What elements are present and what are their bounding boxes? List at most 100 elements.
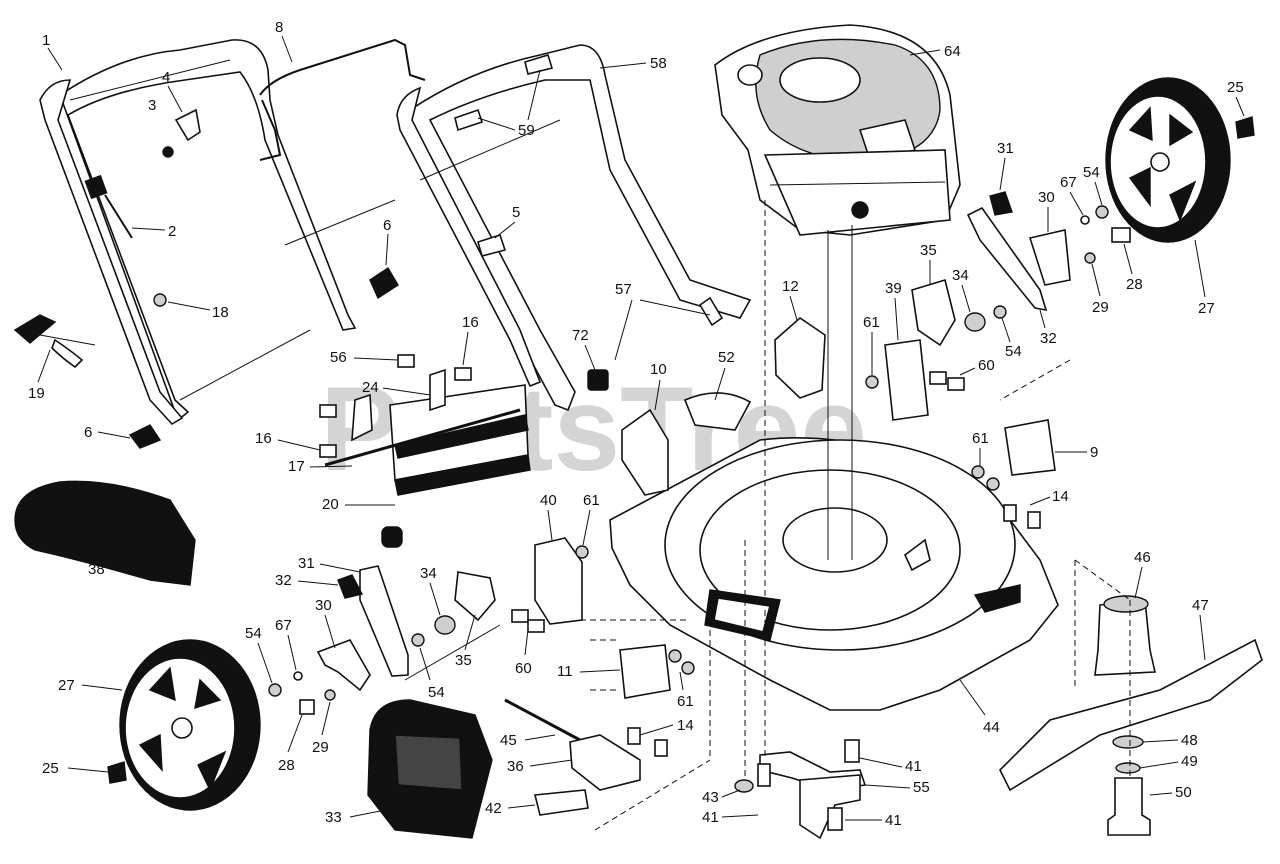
wheel-adjuster-right <box>1028 229 1071 286</box>
lock-washer <box>1115 762 1141 774</box>
height-lever-right <box>966 206 1048 312</box>
wheel-nut-left <box>107 761 127 784</box>
callout-label: 25 <box>42 760 59 777</box>
lower-handle <box>39 39 357 426</box>
blade-washer <box>1112 735 1144 749</box>
callout-label: 35 <box>920 242 937 259</box>
handle-knob <box>128 424 162 449</box>
callout-label: 32 <box>275 572 292 589</box>
callout-label: 49 <box>1181 753 1198 770</box>
adjuster-plate-left <box>454 571 496 622</box>
handle-bracket-small <box>477 233 507 257</box>
callout-label: 45 <box>500 732 517 749</box>
nut <box>681 661 695 675</box>
deck-nut <box>734 779 754 793</box>
callout-label: 46 <box>1134 549 1151 566</box>
deck-bracket <box>799 774 861 840</box>
upper-handle <box>396 44 752 412</box>
rear-chute <box>14 480 196 586</box>
handle-bolt <box>524 54 554 75</box>
blade <box>999 638 1263 792</box>
nut <box>575 545 589 559</box>
spacer-right <box>964 312 986 332</box>
callout-label: 29 <box>312 739 329 756</box>
callout-label: 32 <box>1040 330 1057 347</box>
callout-label: 30 <box>315 597 332 614</box>
callout-label: 31 <box>298 555 315 572</box>
callout-label: 41 <box>885 812 902 829</box>
callout-label: 64 <box>944 43 961 60</box>
wheel-bolt-right <box>1111 227 1131 243</box>
washer-right-2 <box>1095 205 1109 219</box>
screw <box>627 727 641 745</box>
callout-label: 20 <box>322 496 339 513</box>
callout-label: 54 <box>245 625 262 642</box>
callout-label: 34 <box>952 267 969 284</box>
lever-knob-right <box>989 191 1013 216</box>
spacer-left <box>434 615 456 635</box>
callout-label: 41 <box>905 758 922 775</box>
callout-label: 67 <box>275 617 292 634</box>
callout-label: 18 <box>212 304 229 321</box>
rear-door-assembly <box>324 384 531 548</box>
callout-label: 54 <box>428 684 445 701</box>
clip-screw <box>162 146 174 158</box>
handle-knob <box>369 267 399 300</box>
handle-knob <box>13 314 96 369</box>
callout-label: 28 <box>1126 276 1143 293</box>
washer-right <box>993 305 1007 319</box>
callout-label: 14 <box>677 717 694 734</box>
control-bail <box>259 38 426 161</box>
cable-clip <box>174 108 201 142</box>
callout-label: 42 <box>485 800 502 817</box>
wheel-adjuster-left <box>316 639 371 692</box>
callout-labels: 1 2 3 4 6 6 8 18 19 58 59 5 64 57 72 10 … <box>28 19 1245 829</box>
callout-label: 60 <box>978 357 995 374</box>
door-hinge-bracket <box>351 393 373 442</box>
callout-label: 57 <box>615 281 632 298</box>
callout-label: 58 <box>650 55 667 72</box>
callout-label: 40 <box>540 492 557 509</box>
callout-label: 61 <box>863 314 880 331</box>
cable-tie <box>698 296 724 327</box>
callout-label: 72 <box>572 327 589 344</box>
retainer-right <box>1080 215 1090 225</box>
wheel-washer-right <box>1084 252 1096 264</box>
height-lever-left <box>359 565 409 677</box>
callout-label: 30 <box>1038 189 1055 206</box>
washer-left <box>411 633 425 647</box>
callout-label: 25 <box>1227 79 1244 96</box>
nut <box>986 477 1000 491</box>
callout-label: 44 <box>983 719 1000 736</box>
hinge-bolts <box>319 354 472 458</box>
callout-label: 4 <box>162 69 170 86</box>
wheel-right <box>1105 77 1231 243</box>
callout-label: 54 <box>1005 343 1022 360</box>
callout-label: 24 <box>362 379 379 396</box>
callout-label: 1 <box>42 32 50 49</box>
callout-label: 48 <box>1181 732 1198 749</box>
deflector-plate <box>683 392 752 431</box>
cable-adjuster <box>84 174 133 239</box>
callout-label: 11 <box>557 663 573 680</box>
axle-rod <box>504 698 581 742</box>
callout-label: 39 <box>885 280 902 297</box>
callout-label: 28 <box>278 757 295 774</box>
callout-label: 56 <box>330 349 347 366</box>
height-bracket <box>774 316 826 399</box>
nut <box>865 375 879 389</box>
callout-label: 34 <box>420 565 437 582</box>
callout-label: 2 <box>168 223 176 240</box>
callout-label: 60 <box>515 660 532 677</box>
engine <box>714 24 961 236</box>
screw <box>1003 504 1017 522</box>
callout-label: 12 <box>782 278 799 295</box>
wheel-bolt <box>299 699 315 715</box>
lever-knob-left <box>337 574 364 599</box>
washer <box>268 683 282 697</box>
nut <box>668 649 682 663</box>
callout-label: 67 <box>1060 174 1077 191</box>
callout-label: 54 <box>1083 164 1100 181</box>
callout-label: 6 <box>383 217 391 234</box>
